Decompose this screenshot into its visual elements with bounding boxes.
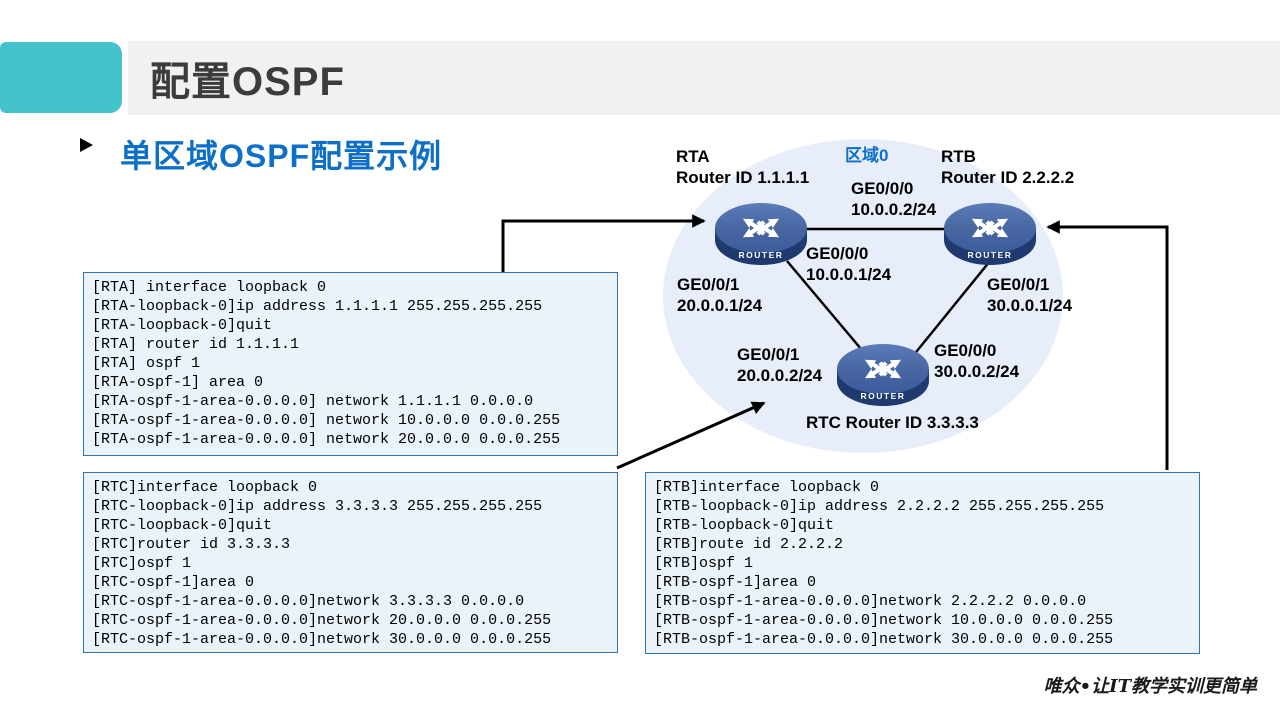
router-icon-rtc: ROUTER xyxy=(837,344,929,406)
code-box-rtb: [RTB]interface loopback 0 [RTB-loopback-… xyxy=(645,472,1200,654)
if-port: GE0/0/1 xyxy=(737,345,800,364)
rta-router-id: Router ID 1.1.1.1 xyxy=(676,168,810,187)
router-top xyxy=(837,344,929,394)
if-addr: 20.0.0.1/24 xyxy=(677,296,763,315)
router-device-label: ROUTER xyxy=(860,391,906,401)
if-port: GE0/0/0 xyxy=(851,179,914,198)
if-label-rtc-ge000: GE0/0/0 30.0.0.2/24 xyxy=(934,340,1019,382)
if-addr: 30.0.0.1/24 xyxy=(987,296,1073,315)
code-line: [RTA-ospf-1-area-0.0.0.0] network 1.1.1.… xyxy=(92,393,534,410)
code-line: [RTC-ospf-1-area-0.0.0.0]network 3.3.3.3… xyxy=(92,593,525,610)
router-device-label: ROUTER xyxy=(967,250,1013,260)
bullet-triangle-icon xyxy=(80,138,93,152)
code-line: [RTC-ospf-1-area-0.0.0.0]network 30.0.0.… xyxy=(92,631,552,648)
code-line: [RTA-loopback-0]quit xyxy=(92,317,273,334)
code-line: [RTB-ospf-1]area 0 xyxy=(654,574,817,591)
rtb-router-id: Router ID 2.2.2.2 xyxy=(941,168,1075,187)
code-line: [RTB]ospf 1 xyxy=(654,555,754,572)
if-port: GE0/0/1 xyxy=(987,275,1050,294)
if-port: GE0/0/0 xyxy=(806,244,869,263)
if-label-rta-ge000: GE0/0/0 10.0.0.1/24 xyxy=(806,243,891,285)
if-label-rtc-ge001: GE0/0/1 20.0.0.2/24 xyxy=(737,344,822,386)
code-line: [RTC]ospf 1 xyxy=(92,555,192,572)
if-label-rta-ge001: GE0/0/1 20.0.0.1/24 xyxy=(677,274,762,316)
rtb-name: RTB xyxy=(941,147,976,166)
if-addr: 30.0.0.2/24 xyxy=(934,362,1020,381)
if-label-rtb-ge000: GE0/0/0 10.0.0.2/24 xyxy=(851,178,936,220)
rta-name: RTA xyxy=(676,147,710,166)
accent-block xyxy=(0,42,122,113)
code-box-rtc: [RTC]interface loopback 0 [RTC-loopback-… xyxy=(83,472,618,653)
router-icon-rta: ROUTER xyxy=(715,203,807,265)
if-port: GE0/0/0 xyxy=(934,341,997,360)
code-line: [RTA] interface loopback 0 xyxy=(92,279,327,296)
router-top xyxy=(944,203,1036,253)
code-line: [RTC-loopback-0]quit xyxy=(92,517,273,534)
footer-slogan: 唯众•让IT教学实训更简单 xyxy=(1043,676,1257,697)
rtc-label: RTC Router ID 3.3.3.3 xyxy=(806,413,979,432)
page-title: 配置OSPF xyxy=(150,60,345,104)
code-line: [RTB-ospf-1-area-0.0.0.0]network 30.0.0.… xyxy=(654,631,1114,648)
code-line: [RTA-loopback-0]ip address 1.1.1.1 255.2… xyxy=(92,298,543,315)
code-line: [RTB-loopback-0]ip address 2.2.2.2 255.2… xyxy=(654,498,1105,515)
if-label-rtb-ge001: GE0/0/1 30.0.0.1/24 xyxy=(987,274,1072,316)
crossed-arrows-icon xyxy=(971,218,1009,238)
code-line: [RTB-ospf-1-area-0.0.0.0]network 2.2.2.2… xyxy=(654,593,1087,610)
code-line: [RTC]interface loopback 0 xyxy=(92,479,318,496)
crossed-arrows-icon xyxy=(864,359,902,379)
code-line: [RTA-ospf-1-area-0.0.0.0] network 10.0.0… xyxy=(92,412,561,429)
code-line: [RTC-ospf-1]area 0 xyxy=(92,574,255,591)
code-line: [RTA-ospf-1] area 0 xyxy=(92,374,264,391)
code-line: [RTC-loopback-0]ip address 3.3.3.3 255.2… xyxy=(92,498,543,515)
code-line: [RTB]route id 2.2.2.2 xyxy=(654,536,844,553)
code-line: [RTC-ospf-1-area-0.0.0.0]network 20.0.0.… xyxy=(92,612,552,629)
code-line: [RTA] ospf 1 xyxy=(92,355,201,372)
subtitle: 单区域OSPF配置示例 xyxy=(120,138,443,174)
rtb-label: RTB Router ID 2.2.2.2 xyxy=(941,146,1074,188)
if-addr: 10.0.0.2/24 xyxy=(851,200,937,219)
code-line: [RTB-ospf-1-area-0.0.0.0]network 10.0.0.… xyxy=(654,612,1114,629)
code-line: [RTB]interface loopback 0 xyxy=(654,479,880,496)
router-top xyxy=(715,203,807,253)
area-label: 区域0 xyxy=(845,146,889,165)
if-port: GE0/0/1 xyxy=(677,275,740,294)
code-line: [RTA-ospf-1-area-0.0.0.0] network 20.0.0… xyxy=(92,431,561,448)
rta-label: RTA Router ID 1.1.1.1 xyxy=(676,146,809,188)
if-addr: 10.0.0.1/24 xyxy=(806,265,892,284)
code-box-rta: [RTA] interface loopback 0 [RTA-loopback… xyxy=(83,272,618,456)
title-bar: 配置OSPF xyxy=(128,41,1280,115)
code-line: [RTA] router id 1.1.1.1 xyxy=(92,336,300,353)
router-icon-rtb: ROUTER xyxy=(944,203,1036,265)
callout-arrow-rtb xyxy=(1046,220,1169,470)
if-addr: 20.0.0.2/24 xyxy=(737,366,823,385)
code-line: [RTB-loopback-0]quit xyxy=(654,517,835,534)
crossed-arrows-icon xyxy=(742,218,780,238)
code-line: [RTC]router id 3.3.3.3 xyxy=(92,536,291,553)
router-device-label: ROUTER xyxy=(738,250,784,260)
